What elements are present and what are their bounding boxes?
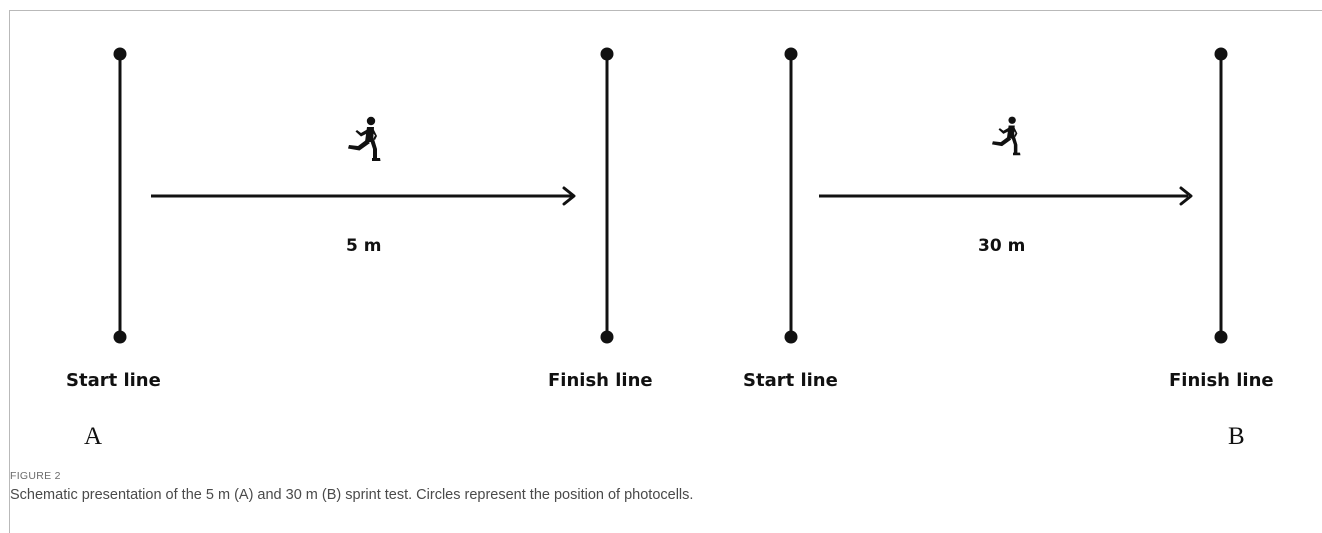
panel-a-finish-line <box>600 47 614 344</box>
photocell-top <box>113 47 127 61</box>
photocell-bottom <box>113 330 127 344</box>
panel-b-start-line <box>784 47 798 344</box>
panel-b-start-label: Start line <box>743 370 838 391</box>
panel-b-finish-line <box>1214 47 1228 344</box>
photocell-top <box>784 47 798 61</box>
panel-b-finish-label: Finish line <box>1169 370 1274 391</box>
figure-frame <box>9 10 1322 533</box>
photocell-bottom <box>1214 330 1228 344</box>
runner-icon <box>992 116 1021 156</box>
panel-a-arrow <box>151 186 576 206</box>
panel-b-distance-label: 30 m <box>978 236 1026 256</box>
photocell-bottom <box>600 330 614 344</box>
photocell-top <box>600 47 614 61</box>
figure-label: FIGURE 2 <box>10 470 61 482</box>
figure-caption: Schematic presentation of the 5 m (A) an… <box>10 487 694 503</box>
panel-a-finish-label: Finish line <box>548 370 653 391</box>
panel-a-letter: A <box>84 423 103 450</box>
panel-a-start-label: Start line <box>66 370 161 391</box>
runner-icon <box>348 116 381 161</box>
photocell-top <box>1214 47 1228 61</box>
photocell-bottom <box>784 330 798 344</box>
panel-a-distance-label: 5 m <box>346 236 382 256</box>
panel-b-arrow <box>819 186 1193 206</box>
panel-b-letter: B <box>1228 423 1245 450</box>
panel-a-start-line <box>113 47 127 344</box>
